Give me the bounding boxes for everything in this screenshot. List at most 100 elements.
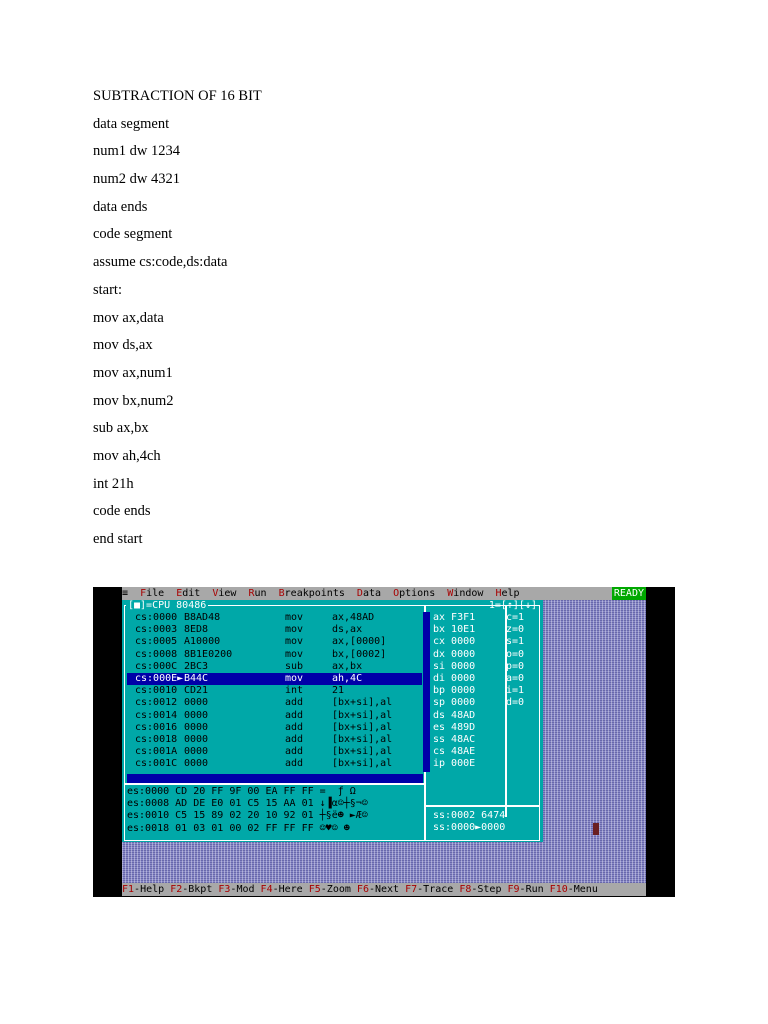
instruction-operands: [bx+si],al (332, 709, 393, 721)
instruction-operands: bx,[0002] (332, 648, 387, 660)
instruction-opcode: add (285, 721, 304, 733)
menu-item[interactable]: Edit (176, 587, 200, 600)
instruction-opcode: mov (285, 648, 304, 660)
flag-value[interactable]: i=1 (506, 685, 525, 697)
code-line: end start (93, 531, 143, 547)
menu-item[interactable]: Data (357, 587, 381, 600)
function-key[interactable]: F2-Bkpt (170, 884, 212, 895)
flag-value[interactable]: z=0 (506, 624, 525, 636)
vertical-scrollbar[interactable] (423, 612, 430, 772)
function-key-label: -Mod (230, 884, 255, 895)
register-value: 48AE (451, 746, 476, 758)
function-key[interactable]: F9-Run (508, 884, 544, 895)
window-controls[interactable]: 1=[↑][↓] (488, 600, 537, 611)
register-name: cs (433, 746, 446, 758)
function-key[interactable]: F5-Zoom (309, 884, 351, 895)
menu-item-label: indow (453, 588, 484, 599)
function-key[interactable]: F8-Step (459, 884, 501, 895)
function-key-label: -Bkpt (182, 884, 213, 895)
instruction-bytes: B44C (184, 673, 209, 684)
function-key[interactable]: F7-Trace (405, 884, 453, 895)
instruction-operands: [bx+si],al (332, 734, 393, 745)
instruction-operands: ax,48AD (332, 612, 375, 623)
menu-item-hotkey: D (356, 588, 363, 599)
instruction-operands: [bx+si],al (332, 721, 393, 733)
function-key-label: -Run (519, 884, 544, 895)
menu-item[interactable]: View (212, 587, 236, 600)
instruction-operands: [bx+si],al (332, 758, 393, 770)
horizontal-scrollbar[interactable] (127, 774, 423, 783)
stack-row[interactable]: ss:0002 6474 (433, 810, 506, 821)
code-line: data ends (93, 198, 148, 215)
menu-item-hotkey: O (393, 588, 400, 599)
register-row[interactable]: cs 48AE (433, 746, 475, 758)
menu-item[interactable]: Window (447, 587, 483, 600)
menu-item[interactable]: Options (393, 587, 435, 600)
flag-value[interactable]: o=0 (506, 648, 525, 660)
instruction-address: cs:000C (135, 660, 178, 672)
instruction-address: cs:0003 (135, 624, 178, 636)
memory-dump-row[interactable]: es:0018 01 03 01 00 02 FF FF FF ☺♥☺ ☻ (127, 822, 356, 834)
code-line: mov ax,data (93, 309, 164, 326)
menu-item[interactable]: Breakpoints (279, 587, 345, 600)
system-menu-icon[interactable]: ≡ (122, 588, 129, 599)
menu-item-label: un (254, 588, 267, 599)
instruction-operands: ds,ax (332, 624, 363, 636)
code-line: start: (93, 281, 122, 298)
function-key[interactable]: F10-Menu (550, 884, 598, 895)
function-key[interactable]: F4-Here (261, 884, 303, 895)
menu-item-label: reakpoints (284, 588, 345, 599)
flag-value[interactable]: s=1 (506, 636, 525, 648)
flag-value[interactable]: a=0 (506, 673, 525, 684)
memory-dump-row[interactable]: es:0000 CD 20 FF 9F 00 EA FF FF = ƒ Ω (127, 786, 356, 797)
register-name: dx (433, 648, 446, 660)
register-value: 0000 (451, 660, 476, 672)
instruction-bytes: B8AD48 (184, 612, 221, 623)
register-name: ss (433, 734, 446, 745)
stack-row[interactable]: ss:0000►0000 (433, 822, 506, 834)
menu-item[interactable]: Run (249, 587, 267, 600)
function-key[interactable]: F3-Mod (218, 884, 254, 895)
function-key-bar: F1-Help F2-Bkpt F3-Mod F4-Here F5-Zoom F… (122, 883, 646, 896)
function-key-name: F8 (459, 884, 472, 895)
function-key[interactable]: F1-Help (122, 884, 164, 895)
instruction-bytes: 0000 (184, 697, 209, 709)
function-key[interactable]: F6-Next (357, 884, 399, 895)
flag-value[interactable]: c=1 (506, 612, 525, 623)
memory-dump-row[interactable]: es:0010 C5 15 89 02 20 10 92 01 ┼§ë☻ ►Æ☺ (127, 810, 368, 822)
register-value: 10E1 (451, 624, 476, 636)
menu-item[interactable]: Help (495, 587, 519, 600)
flag-value[interactable]: d=0 (506, 697, 525, 709)
instruction-bytes: CD21 (184, 685, 209, 697)
menu-item[interactable]: File (140, 587, 164, 600)
memory-dump-row[interactable]: es:0008 AD DE E0 01 C5 15 AA 01 ↓▐α☺┼§¬☺ (127, 798, 368, 810)
flag-value[interactable]: p=0 (506, 660, 525, 672)
function-key-label: -Trace (417, 884, 454, 895)
